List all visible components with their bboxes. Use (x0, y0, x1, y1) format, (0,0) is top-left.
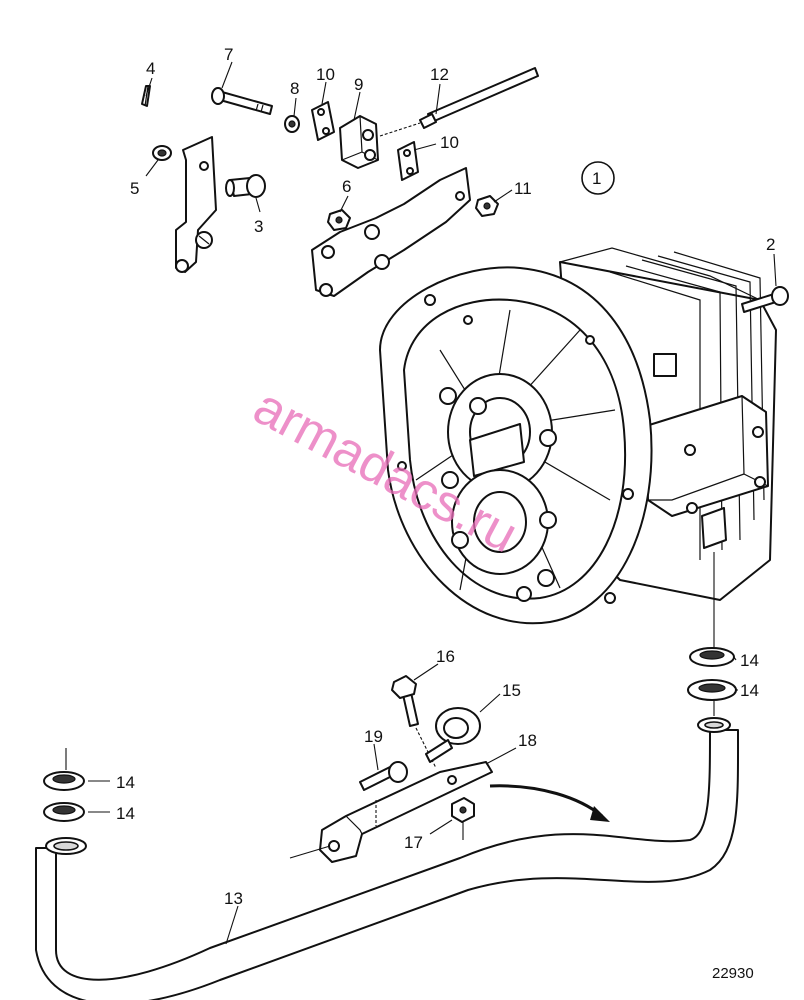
callout-1: 1 (592, 169, 601, 188)
shift-linkage-group (141, 67, 539, 297)
assembly-arrow (489, 784, 610, 822)
callout-19: 19 (364, 727, 383, 746)
leader-lines (88, 61, 777, 945)
callout-7: 7 (224, 45, 233, 64)
clevis-block-part-9 (339, 115, 379, 169)
bolt-part-7 (211, 87, 273, 115)
callout-18: 18 (518, 731, 537, 750)
callout-10-lower: 10 (440, 133, 459, 152)
drawing-number: 22930 (712, 965, 754, 982)
lever-bracket (175, 136, 217, 273)
reference-circle-1 (581, 161, 615, 195)
hose-clip-part-15 (425, 707, 481, 763)
callout-13: 13 (224, 889, 243, 908)
hose-clamp-part-14-left-upper (43, 771, 85, 791)
callout-9: 9 (354, 75, 363, 94)
flange-bolt-heads (397, 294, 634, 604)
callout-3: 3 (254, 217, 263, 236)
pivot-pin-part-3 (225, 174, 266, 198)
callout-15: 15 (502, 681, 521, 700)
callout-14-left-lower: 14 (116, 804, 135, 823)
link-plate-part-10-lower (397, 141, 419, 181)
callout-5: 5 (130, 179, 139, 198)
callout-labels: 1 2 3 4 5 6 7 8 9 10 10 11 12 13 14 14 1… (116, 45, 775, 908)
bolt-part-19 (359, 761, 408, 826)
callout-14-left-upper: 14 (116, 773, 135, 792)
callout-8: 8 (290, 79, 299, 98)
control-cable-part-12 (379, 67, 539, 137)
bolt-part-2 (741, 286, 789, 313)
reverse-gear-housing (379, 247, 777, 625)
washer-part-5 (152, 145, 172, 161)
nut-part-6 (327, 209, 351, 231)
nut-part-11 (475, 195, 499, 217)
control-bracket (311, 167, 471, 297)
hose-bracket-part-18 (289, 761, 493, 863)
callout-10-upper: 10 (316, 65, 335, 84)
callout-14-right-upper: 14 (740, 651, 759, 670)
nut-part-17 (451, 797, 475, 840)
callout-2: 2 (766, 235, 775, 254)
hose-clamp-part-14-right-upper (689, 647, 735, 667)
callout-12: 12 (430, 65, 449, 84)
hose-clamp-part-14-right-lower (687, 679, 737, 701)
callout-16: 16 (436, 647, 455, 666)
oil-hose-part-13 (35, 717, 740, 1000)
callout-11: 11 (514, 179, 532, 198)
hose-clamp-part-14-left-lower (43, 802, 85, 822)
callout-4: 4 (146, 59, 155, 78)
callout-17: 17 (404, 833, 423, 852)
link-plate-part-10-upper (311, 101, 335, 141)
callout-6: 6 (342, 177, 351, 196)
washer-part-8 (284, 115, 300, 133)
bolt-part-16 (391, 675, 437, 769)
callout-14-right-lower: 14 (740, 681, 759, 700)
